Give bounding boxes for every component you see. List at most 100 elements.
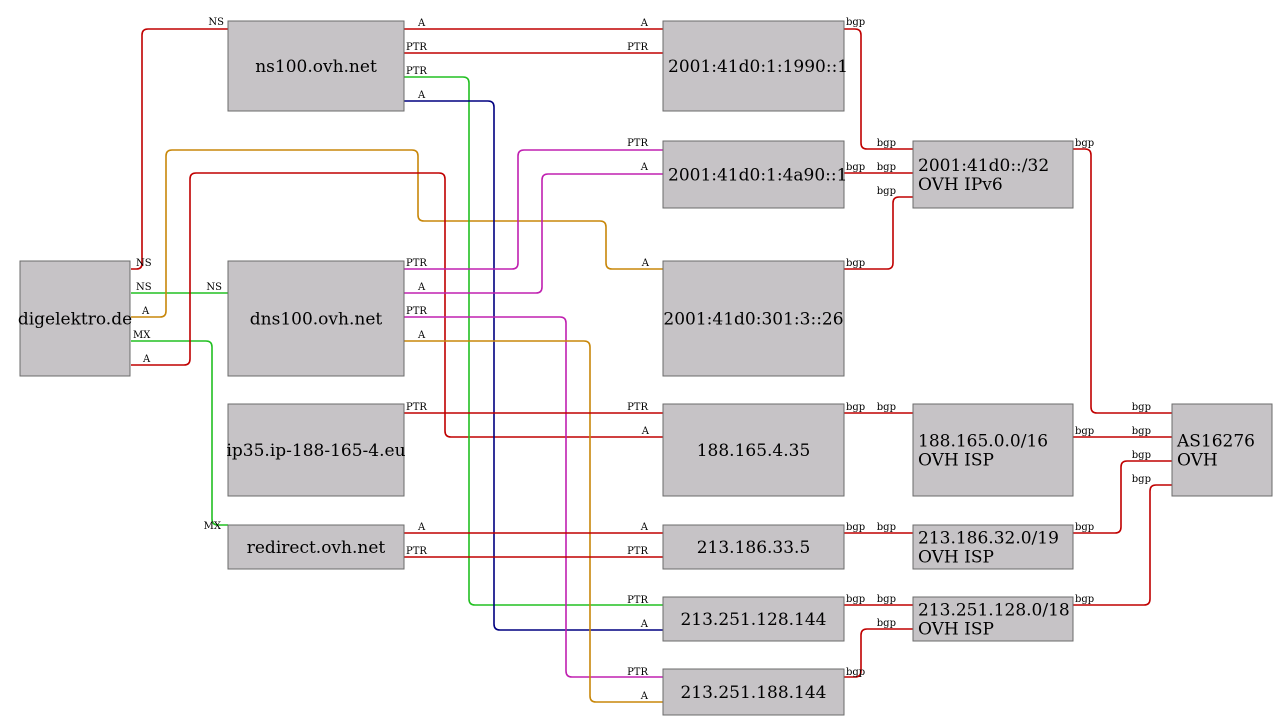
edge-label-de-a-v6_26-head: A — [641, 258, 650, 269]
edge-label-188_144-bgp-net-head: bgp — [877, 618, 896, 629]
node-digelektro: digelektro.de — [18, 260, 132, 377]
node-redirect: redirect.ovh.net — [227, 524, 405, 570]
edge-label-1990-bgp-v6-head: bgp — [877, 138, 896, 149]
node-v6_4a90: 2001:41d0:1:4a90::1 — [662, 140, 847, 209]
node-label-net_213_32-0: 213.186.32.0/19 — [918, 529, 1059, 549]
edge-188_144-bgp-net — [844, 628, 913, 678]
edge-label-188_144-bgp-net-tail: bgp — [846, 667, 865, 678]
edge-dns100-ptr-188 — [404, 316, 663, 678]
node-box-dns100 — [227, 260, 405, 377]
edge-label-de-ns-dns100-head: NS — [206, 282, 222, 293]
edge-de-a-v6_26 — [131, 149, 663, 318]
node-label-ip_213_188-0: 213.251.188.144 — [680, 683, 826, 703]
node-label-as16276-0: AS16276 — [1176, 432, 1255, 452]
edge-label-26-bgp-v6-head: bgp — [877, 186, 896, 197]
edge-label-dns100-a-4a90-head: A — [640, 162, 649, 173]
node-box-v6_4a90 — [662, 140, 845, 209]
node-ns100: ns100.ovh.net — [227, 20, 405, 112]
edge-de-a-188 — [131, 172, 663, 438]
node-label-net_ipv6-1: OVH IPv6 — [918, 175, 1003, 195]
edge-dns100-a-4a90 — [404, 173, 663, 294]
node-v6_1990: 2001:41d0:1:1990::1 — [662, 20, 848, 112]
node-box-net_188 — [912, 403, 1074, 497]
edge-label-net128-bgp-as-tail: bgp — [1075, 594, 1094, 605]
edge-dns100-ptr-4a90 — [404, 149, 663, 270]
edge-layer — [131, 28, 1172, 703]
node-box-ip35 — [227, 403, 405, 497]
node-label-net_213_32-1: OVH ISP — [918, 548, 994, 568]
node-label-net_ipv6-0: 2001:41d0::/32 — [918, 156, 1049, 176]
edge-26-bgp-v6 — [844, 196, 913, 270]
edge-label-de-a-188-head: A — [641, 426, 650, 437]
edge-label-v6-bgp-as-tail: bgp — [1075, 138, 1094, 149]
edge-label-dns100-a-188-head: A — [640, 691, 649, 702]
node-ip_213_128: 213.251.128.144 — [662, 596, 845, 642]
node-box-ip_213_188 — [662, 668, 845, 716]
node-ip35: ip35.ip-188-165-4.eu — [226, 403, 406, 497]
edge-label-ns100-a-128-head: A — [640, 619, 649, 630]
node-box-redirect — [227, 524, 405, 570]
node-ip_213_188: 213.251.188.144 — [662, 668, 845, 716]
edge-label-net32-bgp-as-tail: bgp — [1075, 522, 1094, 533]
node-box-ip_188 — [662, 403, 845, 497]
node-label-v6_26-0: 2001:41d0:301:3::26 — [663, 310, 843, 330]
edge-label-ns100-a-1990-tail: A — [417, 18, 426, 29]
edge-label-188-bgp-net-tail: bgp — [846, 402, 865, 413]
node-label-redirect-0: redirect.ovh.net — [247, 538, 386, 558]
edge-label-dns100-ptr-188-tail: PTR — [406, 306, 427, 317]
node-label-net_213_128-1: OVH ISP — [918, 620, 994, 640]
node-label-ip_213_33-0: 213.186.33.5 — [697, 538, 811, 558]
node-label-digelektro-0: digelektro.de — [18, 310, 132, 330]
edge-label-redirect-ptr-33-tail: PTR — [406, 546, 427, 557]
node-box-as16276 — [1171, 403, 1273, 497]
edge-label-ns100-ptr-1990-tail: PTR — [406, 42, 427, 53]
edge-label-de-ns-ns100-tail: NS — [136, 258, 152, 269]
edge-label-de-mx-redirect-tail: MX — [133, 330, 151, 341]
edge-1990-bgp-v6 — [844, 28, 913, 150]
edge-label-de-ns-dns100-tail: NS — [136, 282, 152, 293]
node-layer: digelektro.de ns100.ovh.net dns100.ovh.net… — [18, 20, 1273, 716]
edge-label-128-bgp-net-tail: bgp — [846, 594, 865, 605]
edge-label-128-bgp-net-head: bgp — [877, 594, 896, 605]
edge-label-dns100-a-4a90-tail: A — [417, 282, 426, 293]
node-v6_26: 2001:41d0:301:3::26 — [662, 260, 845, 377]
node-box-net_213_32 — [912, 524, 1074, 570]
node-label-dns100-0: dns100.ovh.net — [250, 310, 383, 330]
edge-label-dns100-ptr-4a90-head: PTR — [627, 138, 648, 149]
edge-label-26-bgp-v6-tail: bgp — [846, 258, 865, 269]
edge-label-ns100-ptr-128-head: PTR — [627, 595, 648, 606]
edge-label-v6-bgp-as-head: bgp — [1132, 402, 1151, 413]
node-box-v6_1990 — [662, 20, 845, 112]
edge-label-33-bgp-net-head: bgp — [877, 522, 896, 533]
edge-label-dns100-ptr-188-head: PTR — [627, 667, 648, 678]
node-ip_213_33: 213.186.33.5 — [662, 524, 845, 570]
node-dns100: dns100.ovh.net — [227, 260, 405, 377]
edge-label-188-bgp-net-head: bgp — [877, 402, 896, 413]
node-box-digelektro — [19, 260, 131, 377]
edge-label-dns100-ptr-4a90-tail: PTR — [406, 258, 427, 269]
edge-label-net188-bgp-as-tail: bgp — [1075, 426, 1094, 437]
node-box-ip_213_128 — [662, 596, 845, 642]
edge-v6-bgp-as — [1073, 148, 1172, 414]
edge-label-dns100-a-188-tail: A — [417, 330, 426, 341]
edge-label-ns100-ptr-1990-head: PTR — [627, 42, 648, 53]
node-label-as16276-1: OVH — [1177, 451, 1218, 471]
node-box-net_213_128 — [912, 596, 1074, 642]
edge-label-redirect-ptr-33-head: PTR — [627, 546, 648, 557]
edge-label-ip35-ptr-188-head: PTR — [627, 402, 648, 413]
edge-label-net128-bgp-as-head: bgp — [1132, 474, 1151, 485]
edge-label-de-ns-ns100-head: NS — [208, 17, 224, 28]
edge-label-ns100-ptr-128-tail: PTR — [406, 66, 427, 77]
edge-label-net32-bgp-as-head: bgp — [1132, 450, 1151, 461]
edge-label-de-mx-redirect-head: MX — [204, 521, 222, 532]
node-box-ns100 — [227, 20, 405, 112]
edge-label-redirect-a-33-head: A — [640, 522, 649, 533]
node-label-net_188-1: OVH ISP — [918, 451, 994, 471]
edge-label-1990-bgp-v6-tail: bgp — [846, 17, 865, 28]
